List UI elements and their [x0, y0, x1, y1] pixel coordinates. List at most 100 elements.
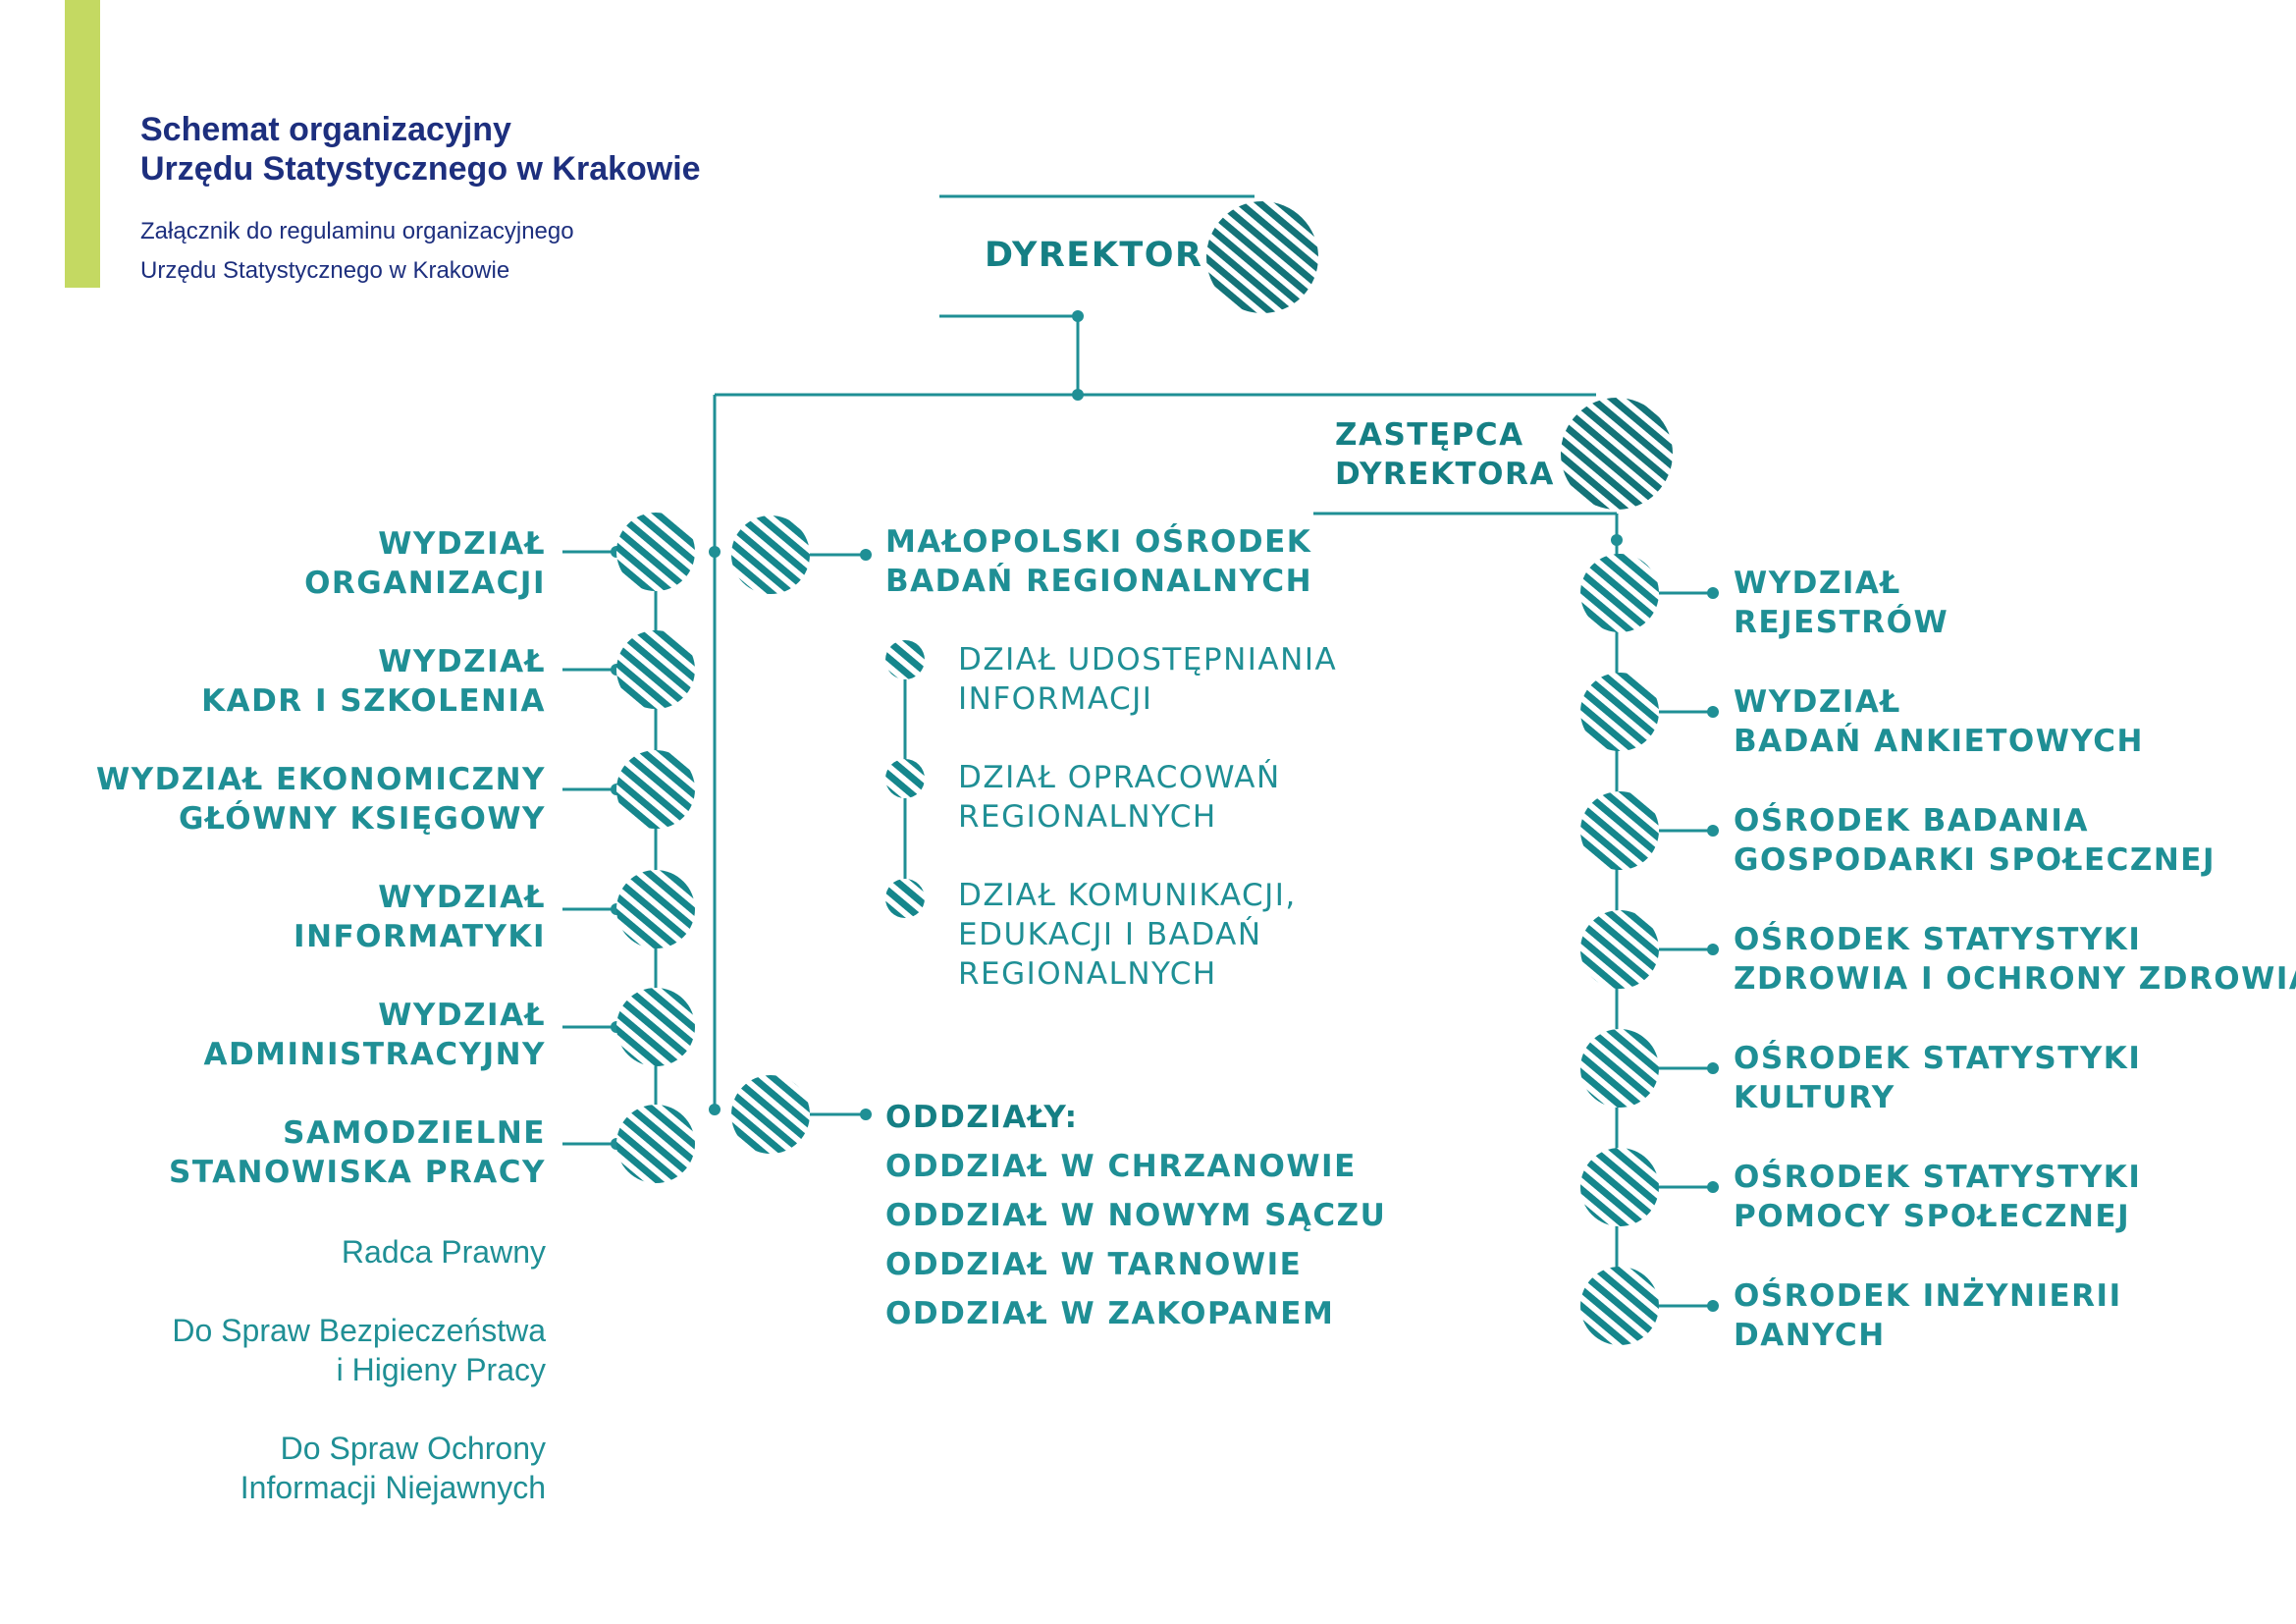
position-ochrona-informacji: Do Spraw Ochrony Informacji Niejawnych [240, 1429, 546, 1507]
unit-label-line: WYDZIAŁ [378, 526, 546, 562]
deputy-node [1561, 398, 1673, 510]
center-unit-node [731, 515, 810, 594]
center-unit-mobr: MAŁOPOLSKI OŚRODEK BADAŃ REGIONALNYCH [885, 522, 1312, 601]
right-unit-gospodarki-spolecznej: OŚRODEK BADANIA GOSPODARKI SPOŁECZNEJ [1734, 801, 2216, 880]
right-unit-node-2 [1580, 791, 1659, 870]
left-unit-ekonomiczny: WYDZIAŁ EKONOMICZNY GŁÓWNY KSIĘGOWY [96, 760, 546, 839]
unit-label-line: ADMINISTRACYJNY [203, 1037, 546, 1072]
branches-title: ODDZIAŁY: [885, 1100, 1079, 1135]
department-udostepniania: DZIAŁ UDOSTĘPNIANIA INFORMACJI [958, 640, 1337, 719]
accent-bar [65, 0, 100, 288]
branches-node [731, 1075, 810, 1154]
deputy-label: ZASTĘPCA DYREKTORA [1335, 415, 1555, 494]
unit-label-line: ORGANIZACJI [304, 566, 546, 601]
right-unit-pomocy-spolecznej: OŚRODEK STATYSTYKI POMOCY SPOŁECZNEJ [1734, 1158, 2141, 1236]
unit-label-line: OŚRODEK STATYSTYKI [1734, 922, 2142, 957]
position-label-line: Do Spraw Bezpieczeństwa [172, 1313, 546, 1348]
unit-label-line: POMOCY SPOŁECZNEJ [1734, 1199, 2131, 1234]
left-unit-administracyjny: WYDZIAŁ ADMINISTRACYJNY [203, 996, 546, 1074]
left-unit-node-2 [616, 750, 695, 829]
right-unit-node-6 [1580, 1267, 1659, 1345]
left-unit-samodzielne: SAMODZIELNE STANOWISKA PRACY [169, 1113, 546, 1192]
left-unit-kadr: WYDZIAŁ KADR I SZKOLENIA [201, 642, 546, 721]
page-subtitle: Załącznik do regulaminu organizacyjnego … [140, 212, 574, 291]
right-unit-node-5 [1580, 1148, 1659, 1226]
title-line-2: Urzędu Statystycznego w Krakowie [140, 150, 701, 188]
department-node-1 [885, 759, 925, 798]
unit-label-line: REJESTRÓW [1734, 605, 1949, 640]
unit-label-line: WYDZIAŁ [378, 998, 546, 1033]
right-unit-ankietowych: WYDZIAŁ BADAŃ ANKIETOWYCH [1734, 682, 2144, 761]
department-label-line: DZIAŁ UDOSTĘPNIANIA [958, 642, 1338, 677]
department-node-2 [885, 879, 925, 918]
center-unit-dot [860, 549, 872, 561]
left-unit-informatyki: WYDZIAŁ INFORMATYKI [294, 878, 546, 956]
left-unit-node-5 [616, 1105, 695, 1183]
unit-label-line: OŚRODEK BADANIA [1734, 803, 2089, 839]
unit-label-line: BADAŃ ANKIETOWYCH [1734, 724, 2144, 759]
right-unit-dot [1707, 944, 1719, 955]
right-unit-dot [1707, 1062, 1719, 1074]
position-radca: Radca Prawny [342, 1232, 546, 1272]
department-label-line: REGIONALNYCH [958, 956, 1217, 992]
director-label: DYREKTOR [985, 236, 1203, 275]
right-unit-kultury: OŚRODEK STATYSTYKI KULTURY [1734, 1039, 2141, 1117]
department-komunikacji: DZIAŁ KOMUNIKACJI, EDUKACJI I BADAŃ REGI… [958, 876, 1297, 994]
unit-label-line: WYDZIAŁ [1734, 684, 1901, 720]
deputy-dot [1611, 534, 1623, 546]
unit-label-line: INFORMATYKI [294, 919, 546, 954]
junction-dot [1072, 389, 1084, 401]
page-title: Schemat organizacyjny Urzędu Statystyczn… [140, 110, 701, 189]
right-unit-dot [1707, 706, 1719, 718]
subtitle-line-2: Urzędu Statystycznego w Krakowie [140, 257, 510, 284]
subtitle-line-1: Załącznik do regulaminu organizacyjnego [140, 218, 574, 244]
branches-dot [860, 1109, 872, 1120]
unit-label-line: WYDZIAŁ [378, 644, 546, 679]
left-unit-organizacji: WYDZIAŁ ORGANIZACJI [304, 524, 546, 603]
left-unit-node-3 [616, 870, 695, 948]
department-label-line: DZIAŁ KOMUNIKACJI, [958, 878, 1297, 913]
deputy-label-line-1: ZASTĘPCA [1335, 417, 1524, 453]
left-unit-node-0 [616, 513, 695, 591]
right-unit-dot [1707, 1300, 1719, 1312]
trunk-dot-branches [709, 1104, 721, 1115]
unit-label-line: OŚRODEK INŻYNIERII [1734, 1278, 2122, 1314]
unit-label-line: BADAŃ REGIONALNYCH [885, 564, 1313, 599]
branch-chrzanow: ODDZIAŁ W CHRZANOWIE [885, 1149, 1357, 1184]
right-unit-rejestrow: WYDZIAŁ REJESTRÓW [1734, 564, 1949, 642]
right-unit-dot [1707, 1181, 1719, 1193]
unit-label-line: GOSPODARKI SPOŁECZNEJ [1734, 842, 2216, 878]
unit-label-line: WYDZIAŁ EKONOMICZNY [95, 762, 546, 797]
position-label-line: Do Spraw Ochrony [280, 1431, 546, 1466]
department-opracowan: DZIAŁ OPRACOWAŃ REGIONALNYCH [958, 758, 1281, 837]
deputy-label-line-2: DYREKTORA [1335, 457, 1555, 492]
right-unit-node-0 [1580, 554, 1659, 632]
unit-label-line: DANYCH [1734, 1318, 1886, 1353]
department-label-line: EDUKACJI I BADAŃ [958, 917, 1262, 952]
right-unit-dot [1707, 825, 1719, 837]
right-unit-inzynierii-danych: OŚRODEK INŻYNIERII DANYCH [1734, 1276, 2122, 1355]
unit-label-line: KADR I SZKOLENIA [201, 683, 546, 719]
unit-label-line: STANOWISKA PRACY [169, 1155, 546, 1190]
position-label-line: Informacji Niejawnych [240, 1470, 546, 1505]
position-label-line: Radca Prawny [341, 1234, 546, 1270]
right-unit-dot [1707, 587, 1719, 599]
director-node [1206, 201, 1318, 313]
department-node-0 [885, 640, 925, 679]
unit-label-line: ZDROWIA I OCHRONY ZDROWIA [1734, 961, 2296, 997]
title-line-1: Schemat organizacyjny [140, 111, 511, 148]
department-label-line: REGIONALNYCH [958, 799, 1217, 835]
unit-label-line: OŚRODEK STATYSTYKI [1734, 1160, 2142, 1195]
branch-nowy-sacz: ODDZIAŁ W NOWYM SĄCZU [885, 1198, 1387, 1233]
unit-label-line: WYDZIAŁ [1734, 566, 1901, 601]
department-label-line: DZIAŁ OPRACOWAŃ [958, 760, 1281, 795]
trunk-dot-center [709, 546, 721, 558]
department-label-line: INFORMACJI [958, 681, 1153, 717]
unit-label-line: OŚRODEK STATYSTYKI [1734, 1041, 2142, 1076]
unit-label-line: GŁÓWNY KSIĘGOWY [179, 801, 546, 837]
branch-zakopane: ODDZIAŁ W ZAKOPANEM [885, 1296, 1335, 1331]
unit-label-line: SAMODZIELNE [283, 1115, 546, 1151]
right-unit-zdrowia: OŚRODEK STATYSTYKI ZDROWIA I OCHRONY ZDR… [1734, 920, 2296, 999]
director-dot [1072, 310, 1084, 322]
